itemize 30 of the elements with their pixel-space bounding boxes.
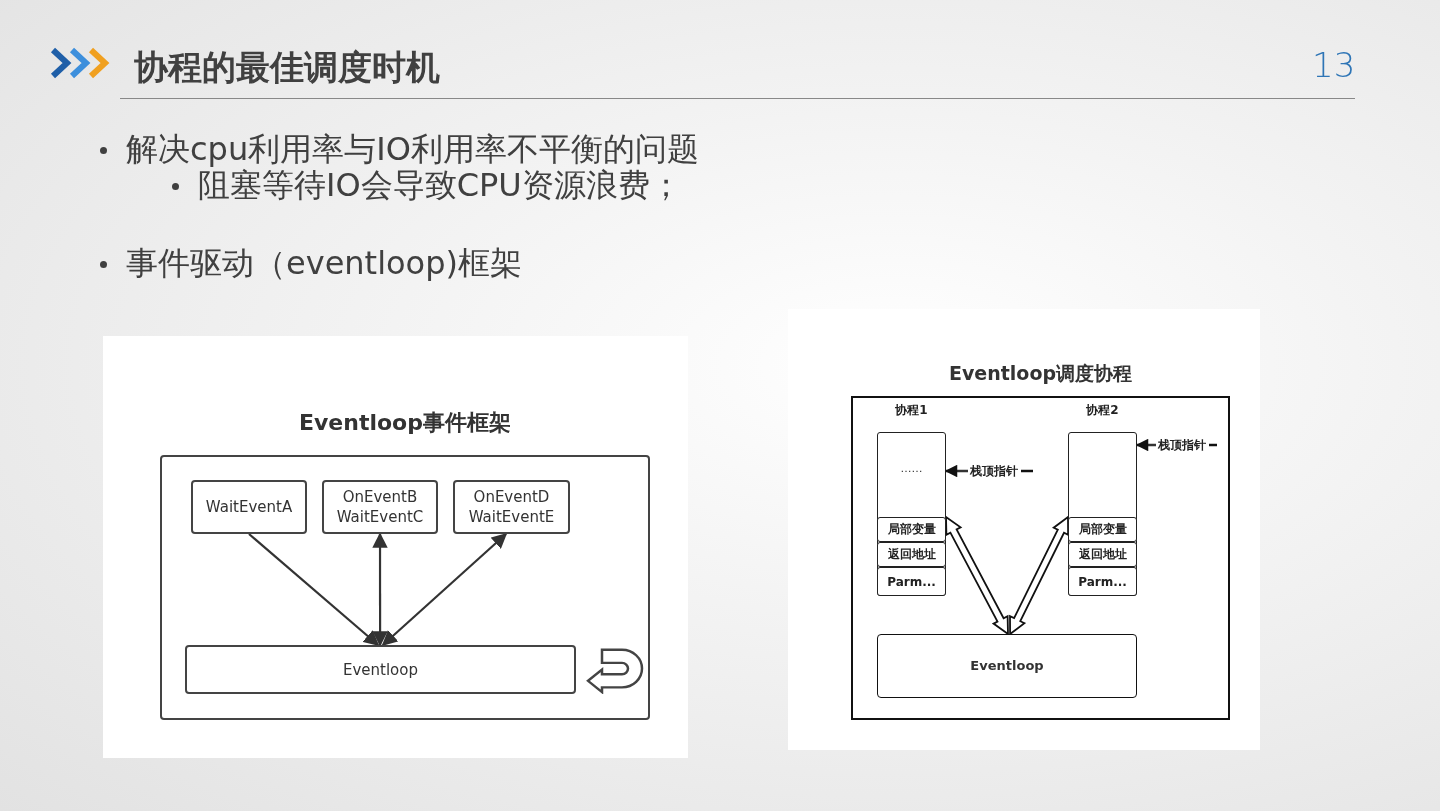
double-arrow — [945, 515, 1009, 636]
pointer-arrow — [1135, 438, 1156, 452]
event-box: OnEventB WaitEventC — [322, 480, 438, 534]
stack-cell: 局部变量 — [877, 517, 946, 542]
arrow — [372, 532, 388, 647]
bullet-text: 阻塞等待IO会导致CPU资源浪费； — [198, 166, 682, 206]
bullet-text: 解决cpu利用率与IO利用率不平衡的问题 — [126, 129, 699, 169]
arrow — [248, 533, 380, 646]
pointer-arrow — [944, 464, 968, 478]
slide-title: 协程的最佳调度时机 — [134, 46, 440, 89]
bullet-text: 事件驱动（eventloop)框架 — [126, 243, 522, 284]
frame-heading: Eventloop调度协程 — [948, 361, 1133, 386]
page-number: 13 — [1312, 44, 1356, 86]
stack-cell: 返回地址 — [1068, 542, 1137, 567]
stack-heading: 协程1 — [895, 402, 928, 419]
eventloop-box: Eventloop — [877, 634, 1137, 698]
stack-cell: Parm... — [877, 567, 946, 596]
pointer-label: 栈顶指针 — [1156, 436, 1208, 454]
stack-heading: 协程2 — [1086, 402, 1119, 419]
ellipsis-text: …… — [900, 462, 923, 475]
stack-cell: Parm... — [1068, 567, 1137, 596]
event-box: OnEventD WaitEventE — [453, 480, 570, 534]
stack-cell: 局部变量 — [1068, 517, 1137, 542]
frame-heading: Eventloop事件框架 — [299, 408, 511, 437]
event-box: WaitEventA — [191, 480, 307, 534]
stack-cell: 返回地址 — [877, 542, 946, 567]
double-arrow — [1009, 515, 1069, 636]
arrow — [381, 532, 508, 647]
eventloop-box: Eventloop — [185, 645, 576, 694]
pointer-label: 栈顶指针 — [968, 462, 1020, 480]
